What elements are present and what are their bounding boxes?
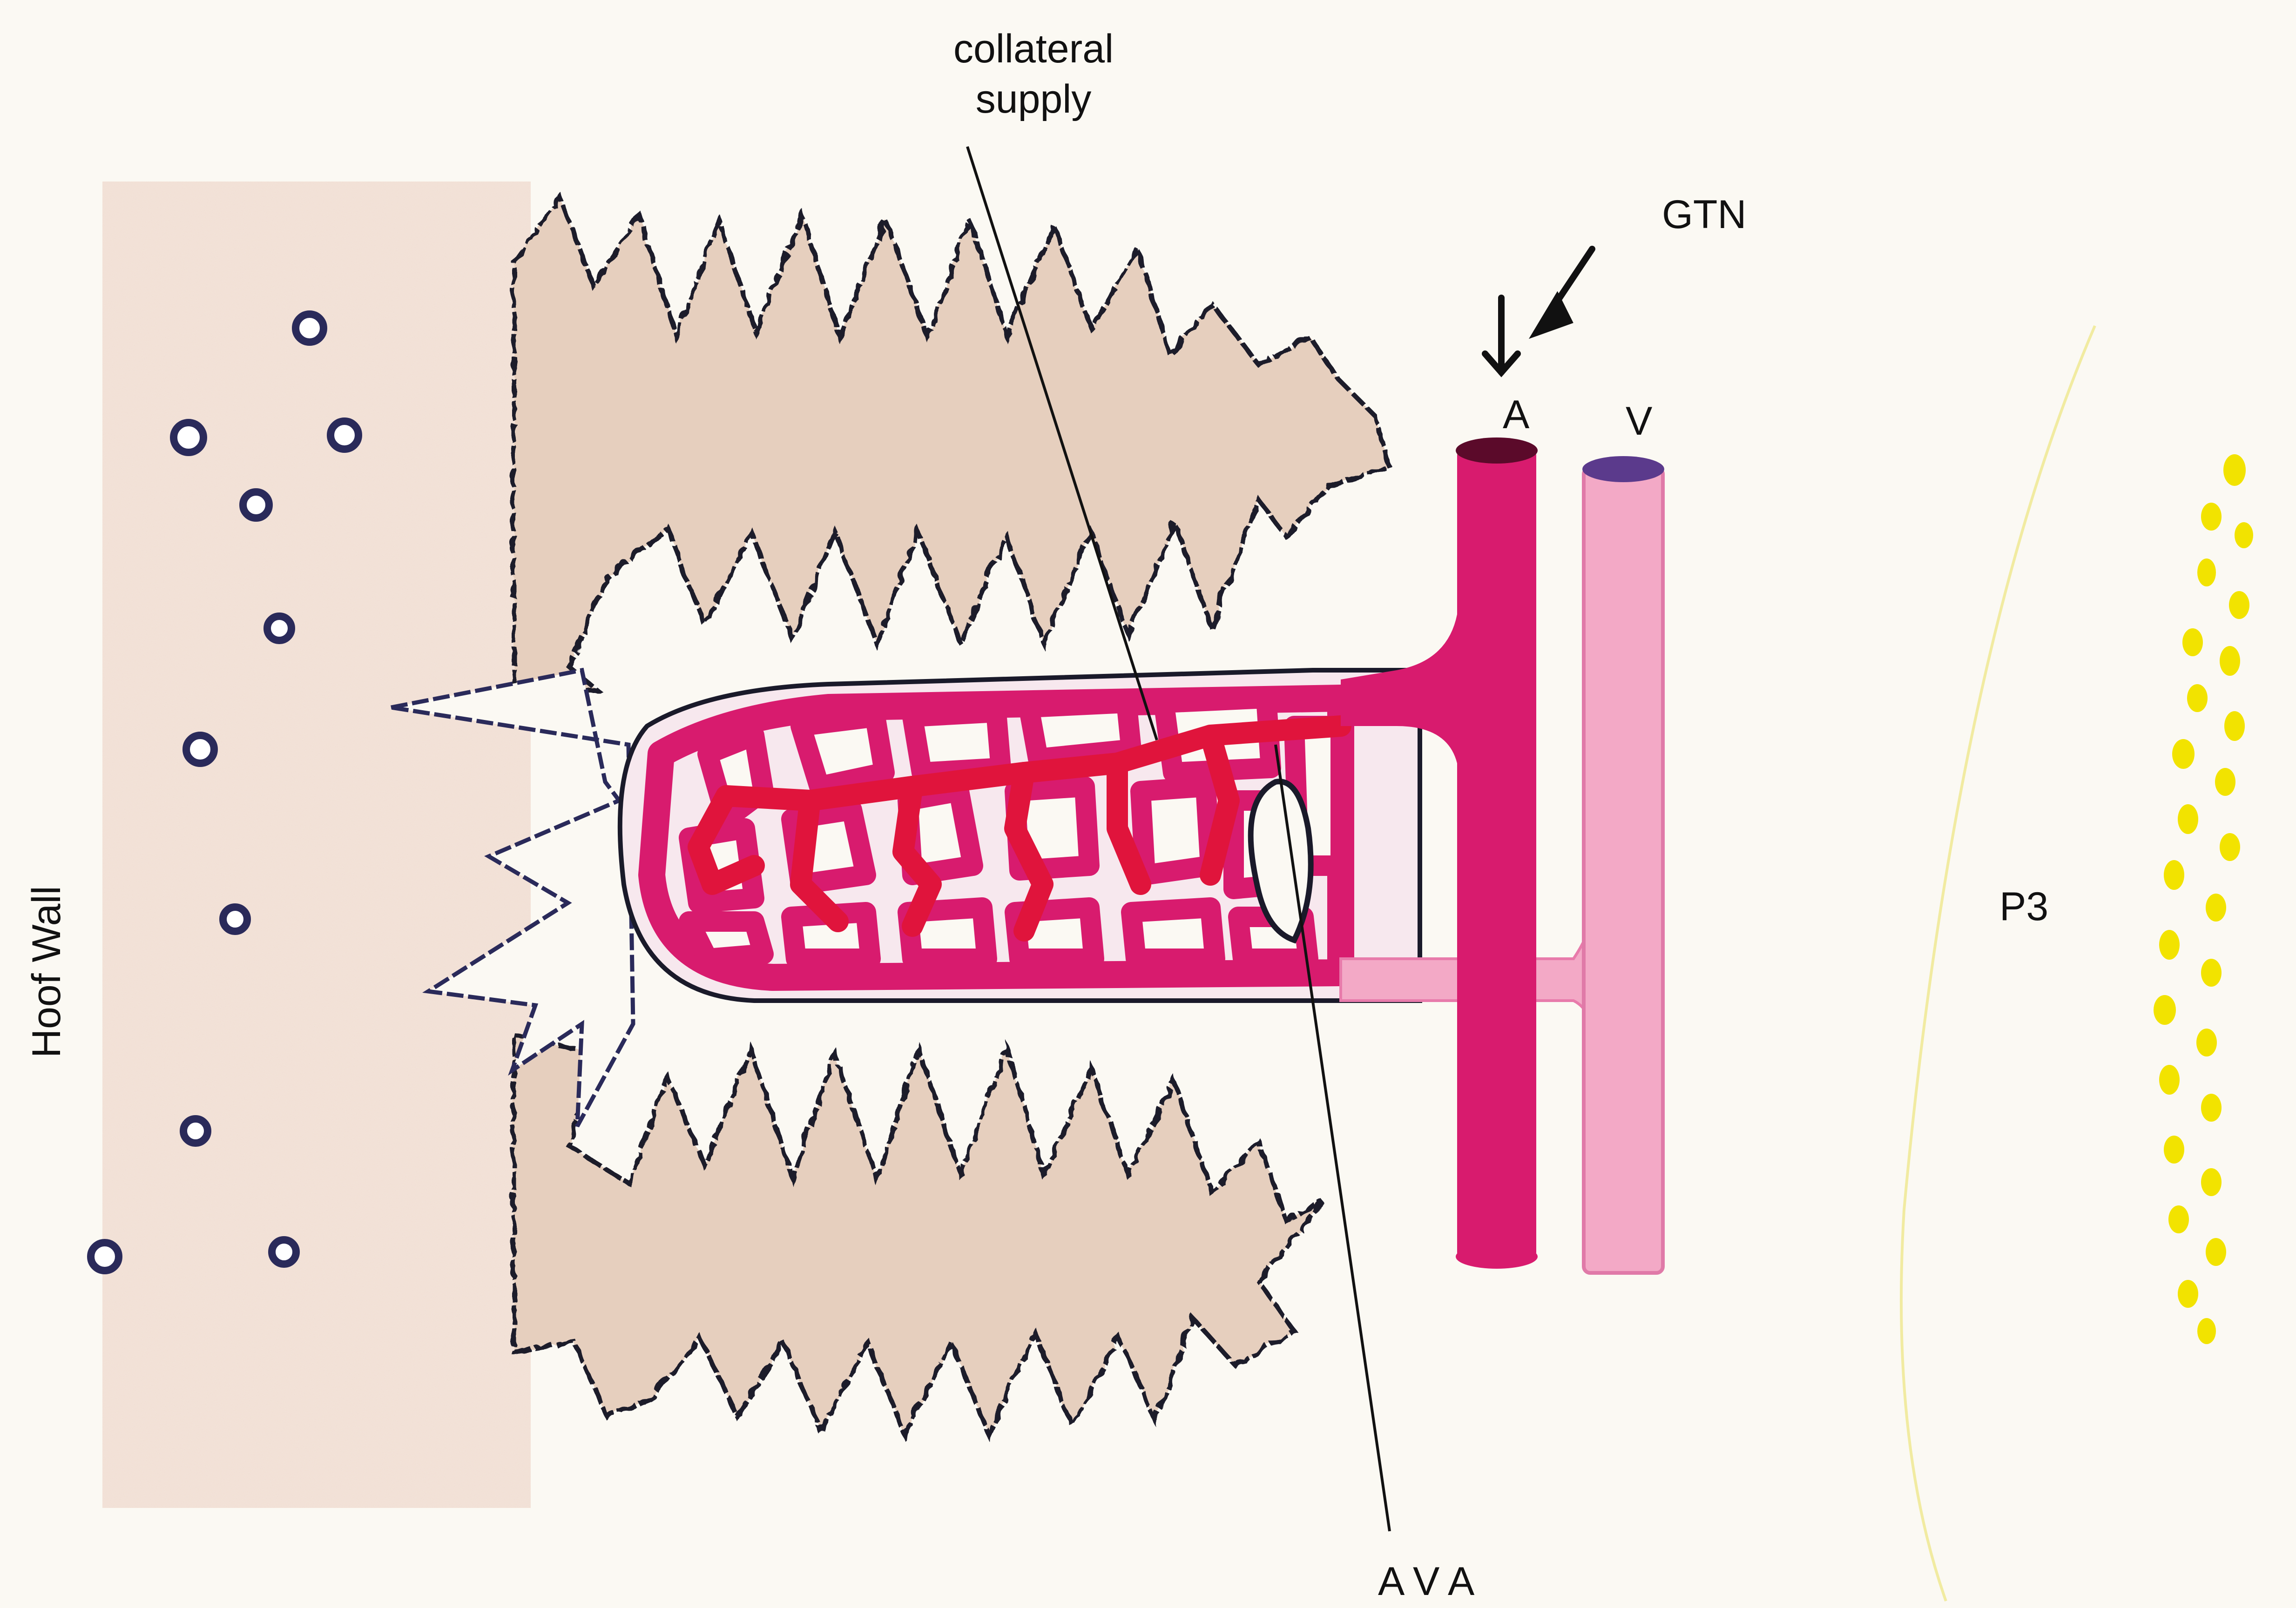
gtn-arrows [1485,249,1592,372]
p3-boundary [1901,326,2095,1601]
vein-label: V [1626,401,1652,441]
upper-lamella [512,195,1387,689]
ava-label: AVA [1378,1561,1486,1601]
gtn-label: GTN [1662,195,1747,235]
collateral-label-line1: collateral [953,24,1114,74]
collateral-supply-label: collateral supply [953,24,1114,124]
collateral-label-line2: supply [953,74,1114,125]
artery-A [1456,437,1538,1269]
p3-label: P3 [1999,887,2048,927]
p3-bone-speckles [2154,454,2253,1344]
hoof-wall-label: Hoof Wall [27,900,67,1058]
lower-lamella [512,1033,1322,1433]
artery-label: A [1503,395,1529,435]
vein-V [1582,456,1664,1273]
